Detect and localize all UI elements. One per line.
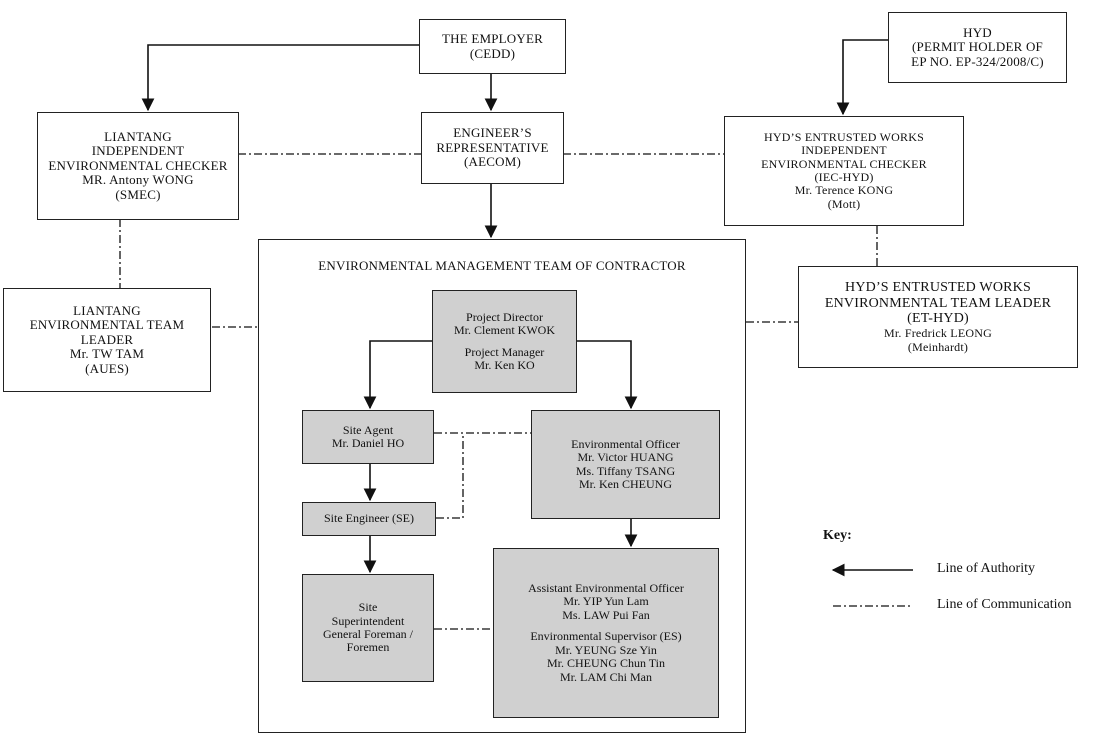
- asst-env-officer-title: Assistant Environmental Officer: [528, 580, 684, 595]
- engineer-representative-box: ENGINEER’S REPRESENTATIVE (AECOM): [421, 112, 564, 184]
- liantang-iec-line-4: MR. Antony WONG: [82, 172, 194, 188]
- env-supervisor-name-2: Mr. CHEUNG Chun Tin: [546, 656, 666, 671]
- liantang-et-line-1: LIANTANG: [73, 302, 141, 318]
- hyd-line-1: HYD: [963, 24, 992, 40]
- hyd-et-line-4: Mr. Fredrick LEONG: [884, 326, 992, 341]
- assistant-env-officer-box: Assistant Environmental Officer Mr. YIP …: [493, 548, 719, 718]
- asst-env-officer-name-1: Mr. YIP Yun Lam: [563, 594, 649, 609]
- project-director-name: Mr. Clement KWOK: [454, 323, 555, 338]
- hyd-iec-box: HYD’S ENTRUSTED WORKS INDEPENDENT ENVIRO…: [724, 116, 964, 226]
- env-officer-title: Environmental Officer: [571, 436, 680, 451]
- hyd-et-line-1: HYD’S ENTRUSTED WORKS: [845, 280, 1031, 296]
- environmental-officer-box: Environmental Officer Mr. Victor HUANG M…: [531, 410, 720, 519]
- authority-employer-to-liantang-iec: [141, 44, 419, 112]
- site-engineer-box: Site Engineer (SE): [302, 502, 436, 536]
- liantang-et-box: LIANTANG ENVIRONMENTAL TEAM LEADER Mr. T…: [3, 288, 211, 392]
- hyd-permit-holder-box: HYD (PERMIT HOLDER OF EP NO. EP-324/2008…: [888, 12, 1067, 83]
- liantang-iec-line-3: ENVIRONMENTAL CHECKER: [48, 157, 228, 173]
- comm-site-engineer-env-officer: [436, 433, 464, 519]
- hyd-line-3: EP NO. EP-324/2008/C): [911, 53, 1044, 69]
- project-director-manager-box: Project Director Mr. Clement KWOK Projec…: [432, 290, 577, 393]
- engineer-line-1: ENGINEER’S: [453, 125, 532, 141]
- hyd-iec-line-6: (Mott): [827, 196, 861, 211]
- engineer-line-3: (AECOM): [463, 154, 521, 170]
- contractor-team-container: ENVIRONMENTAL MANAGEMENT TEAM OF CONTRAC…: [258, 239, 746, 733]
- authority-hyd-to-hyd-iec: [836, 39, 888, 116]
- liantang-iec-box: LIANTANG INDEPENDENT ENVIRONMENTAL CHECK…: [37, 112, 239, 220]
- hyd-iec-line-1: HYD’S ENTRUSTED WORKS: [764, 129, 924, 144]
- hyd-iec-line-3: ENVIRONMENTAL CHECKER: [761, 156, 927, 171]
- env-officer-name-1: Mr. Victor HUANG: [577, 450, 674, 465]
- authority-pd-to-site-agent: [363, 340, 432, 410]
- env-supervisor-name-3: Mr. LAM Chi Man: [559, 669, 652, 684]
- hyd-et-box: HYD’S ENTRUSTED WORKS ENVIRONMENTAL TEAM…: [798, 266, 1078, 368]
- liantang-et-line-5: (AUES): [85, 360, 129, 376]
- hyd-line-2: (PERMIT HOLDER OF: [911, 39, 1043, 55]
- hyd-iec-line-4: (IEC-HYD): [814, 170, 874, 184]
- contractor-team-title: ENVIRONMENTAL MANAGEMENT TEAM OF CONTRAC…: [318, 258, 686, 273]
- authority-pd-to-env-officer: [577, 340, 638, 410]
- hyd-et-line-3: (ET-HYD): [907, 311, 969, 327]
- project-director-title: Project Director: [466, 309, 543, 324]
- asst-env-officer-name-2: Ms. LAW Pui Fan: [562, 607, 650, 622]
- superintendent-line-4: Foremen: [346, 640, 390, 655]
- env-supervisor-title: Environmental Supervisor (ES): [530, 629, 682, 644]
- site-engineer-label: Site Engineer (SE): [324, 511, 414, 526]
- liantang-et-line-3: LEADER: [80, 331, 134, 347]
- site-agent-title: Site Agent: [342, 422, 394, 437]
- superintendent-line-2: Superintendent: [331, 613, 405, 628]
- liantang-iec-line-2: INDEPENDENT: [91, 143, 185, 159]
- project-manager-title: Project Manager: [464, 344, 545, 359]
- liantang-et-line-2: ENVIRONMENTAL TEAM: [29, 317, 185, 333]
- hyd-et-line-5: (Meinhardt): [907, 339, 969, 354]
- employer-line-1: THE EMPLOYER: [442, 30, 543, 46]
- liantang-iec-line-1: LIANTANG: [104, 128, 172, 144]
- legend-communication-label: Line of Communication: [937, 597, 1072, 612]
- site-superintendent-box: Site Superintendent General Foreman / Fo…: [302, 574, 434, 682]
- employer-box: THE EMPLOYER (CEDD): [419, 19, 566, 74]
- legend-authority-label: Line of Authority: [937, 561, 1035, 576]
- env-supervisor-name-1: Mr. YEUNG Sze Yin: [555, 642, 657, 657]
- employer-line-2: (CEDD): [469, 45, 516, 61]
- engineer-line-2: REPRESENTATIVE: [436, 139, 549, 155]
- site-agent-name: Mr. Daniel HO: [331, 436, 405, 450]
- project-manager-name: Mr. Ken KO: [474, 357, 535, 372]
- liantang-et-line-4: Mr. TW TAM: [69, 346, 145, 362]
- liantang-iec-line-5: (SMEC): [115, 186, 161, 202]
- hyd-et-line-2: ENVIRONMENTAL TEAM LEADER: [824, 295, 1052, 311]
- superintendent-line-3: General Foreman /: [323, 627, 413, 641]
- legend-title: Key:: [823, 528, 852, 543]
- env-officer-name-2: Ms. Tiffany TSANG: [575, 463, 676, 478]
- hyd-iec-line-2: INDEPENDENT: [801, 143, 887, 158]
- hyd-iec-line-5: Mr. Terence KONG: [794, 183, 894, 198]
- env-officer-name-3: Mr. Ken CHEUNG: [579, 476, 672, 491]
- superintendent-line-1: Site: [358, 600, 378, 615]
- site-agent-box: Site Agent Mr. Daniel HO: [302, 410, 434, 464]
